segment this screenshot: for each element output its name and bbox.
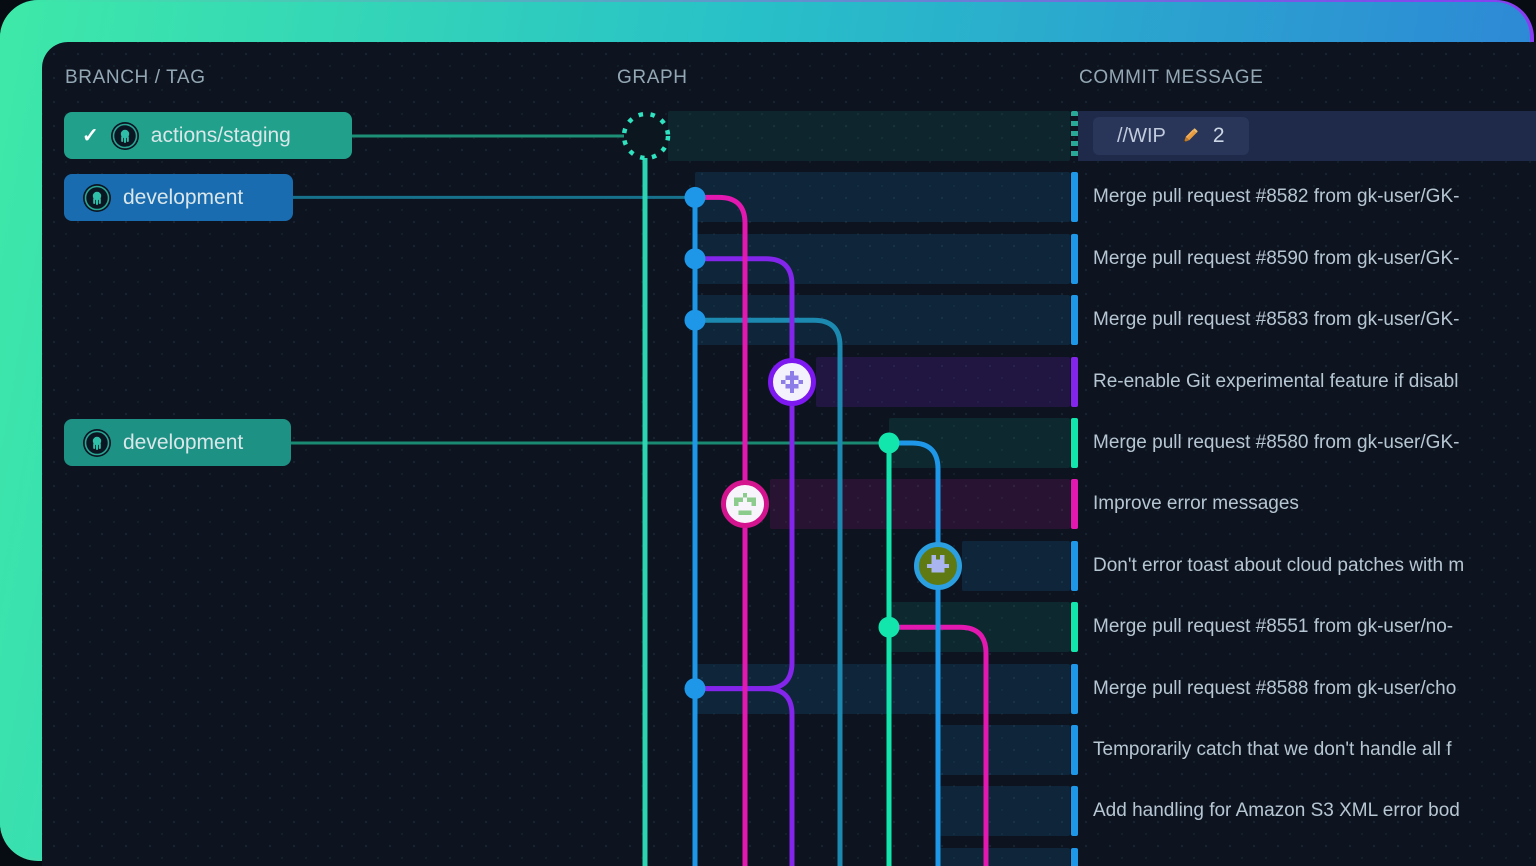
commit-message[interactable]: Don't error toast about cloud patches wi… [1093, 554, 1465, 576]
wip-file-count: 2 [1212, 124, 1225, 147]
commit-author-avatar[interactable] [721, 480, 769, 529]
branch-pill-development-remote[interactable]: development [64, 174, 293, 221]
branch-color-tick [1071, 356, 1078, 407]
snowflake-pixel-icon [781, 370, 803, 393]
branch-pill-actions-staging[interactable]: ✓ actions/staging [64, 112, 352, 159]
robot-pixel-icon [927, 554, 949, 573]
pencil-icon [1183, 127, 1198, 142]
column-header-graph: GRAPH [617, 67, 688, 88]
wip-chip[interactable]: //WIP 2 [1093, 117, 1249, 155]
branch-color-tick [1071, 725, 1078, 775]
branch-pill-development-local[interactable]: development [64, 419, 291, 466]
gitkraken-keif-icon [82, 428, 112, 458]
branch-color-tick [1071, 540, 1078, 591]
branch-color-tick [1071, 663, 1078, 714]
commit-message[interactable]: Merge pull request #8582 from gk-user/GK… [1093, 186, 1460, 208]
branch-color-tick [1071, 233, 1078, 284]
branch-color-tick [1071, 111, 1078, 161]
commit-message[interactable]: Add handling for Amazon S3 XML error bod [1093, 800, 1460, 822]
branch-color-tick [1071, 602, 1078, 653]
branch-label: actions/staging [150, 123, 291, 147]
commit-message[interactable]: Merge pull request #8583 from gk-user/GK… [1093, 309, 1460, 331]
branch-label: development [123, 430, 244, 454]
commit-message[interactable]: Merge pull request #8590 from gk-user/GK… [1093, 247, 1460, 269]
wip-label: //WIP [1117, 124, 1166, 147]
commit-message[interactable]: Merge pull request #8588 from gk-user/ch… [1093, 677, 1457, 699]
commit-message[interactable]: Merge pull request #8551 from gk-user/no… [1093, 616, 1454, 638]
plant-pixel-icon [734, 493, 756, 516]
commit-message[interactable]: Re-enable Git experimental feature if di… [1093, 370, 1459, 392]
checked-out-icon: ✓ [82, 124, 99, 147]
branch-color-tick [1071, 479, 1078, 530]
gitkraken-keif-icon [110, 121, 140, 151]
branch-label: development [123, 185, 244, 209]
commit-author-avatar[interactable] [768, 357, 816, 406]
branch-color-tick [1071, 847, 1078, 866]
branch-color-tick [1071, 295, 1078, 346]
column-header-commit-message: COMMIT MESSAGE [1079, 67, 1264, 88]
column-header-branch-tag: BRANCH / TAG [65, 67, 206, 88]
branch-color-tick [1071, 418, 1078, 468]
branch-color-tick [1071, 172, 1078, 223]
commit-message[interactable]: Merge pull request #8580 from gk-user/GK… [1093, 432, 1460, 453]
branch-color-tick [1071, 786, 1078, 837]
commit-message[interactable]: Improve error messages [1093, 493, 1299, 515]
gitkraken-keif-icon [82, 183, 112, 213]
commit-author-avatar[interactable] [914, 541, 962, 590]
commit-message[interactable]: Temporarily catch that we don't handle a… [1093, 739, 1452, 760]
